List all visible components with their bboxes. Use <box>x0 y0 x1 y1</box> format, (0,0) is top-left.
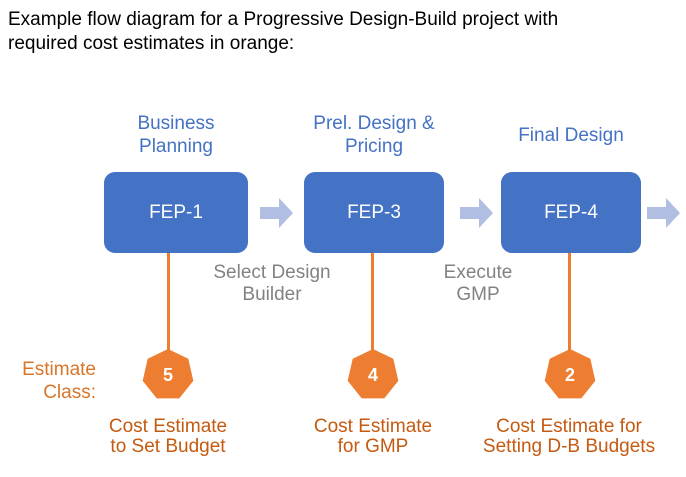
estimate-connector-line <box>167 253 170 350</box>
heptagon-icon <box>347 349 399 399</box>
fep-3-label: FEP-3 <box>347 201 401 223</box>
fep-3-box: FEP-3 <box>304 172 444 253</box>
estimate-label-gmp: Cost Estimate for GMP <box>313 416 433 457</box>
transition-label-select-design-builder: Select Design Builder <box>213 262 331 305</box>
estimate-class-marker-2: 2 <box>544 349 596 401</box>
flow-arrow-icon <box>260 198 293 228</box>
heptagon-icon <box>544 349 596 399</box>
phase-label-prel-design-pricing: Prel. Design & Pricing <box>313 113 435 157</box>
heptagon-icon <box>142 349 194 399</box>
diagram-title: Example flow diagram for a Progressive D… <box>8 8 558 56</box>
diagram-title-line-2: required cost estimates in orange: <box>8 33 295 54</box>
estimate-label-set-budget: Cost Estimate to Set Budget <box>108 416 228 457</box>
fep-4-label: FEP-4 <box>544 201 598 223</box>
flow-arrow-icon <box>460 198 493 228</box>
fep-1-box: FEP-1 <box>104 172 248 253</box>
phase-label-final-design: Final Design <box>518 124 624 146</box>
estimate-class-marker-5: 5 <box>142 349 194 401</box>
diagram-title-line-1: Example flow diagram for a Progressive D… <box>8 9 559 30</box>
estimate-class-number: 2 <box>564 364 575 385</box>
transition-label-execute-gmp: Execute GMP <box>443 262 513 305</box>
phase-label-business-planning: Business Planning <box>137 113 215 157</box>
estimate-class-number: 4 <box>367 364 378 385</box>
fep-1-label: FEP-1 <box>149 201 203 223</box>
estimate-class-caption: Estimate Class: <box>22 359 96 403</box>
estimate-connector-line <box>568 253 571 350</box>
fep-4-box: FEP-4 <box>501 172 641 253</box>
estimate-label-db-budgets: Cost Estimate for Setting D-B Budgets <box>482 416 656 457</box>
estimate-class-number: 5 <box>162 364 173 385</box>
estimate-class-marker-4: 4 <box>347 349 399 401</box>
estimate-connector-line <box>371 253 374 350</box>
flow-arrow-icon <box>647 198 680 228</box>
